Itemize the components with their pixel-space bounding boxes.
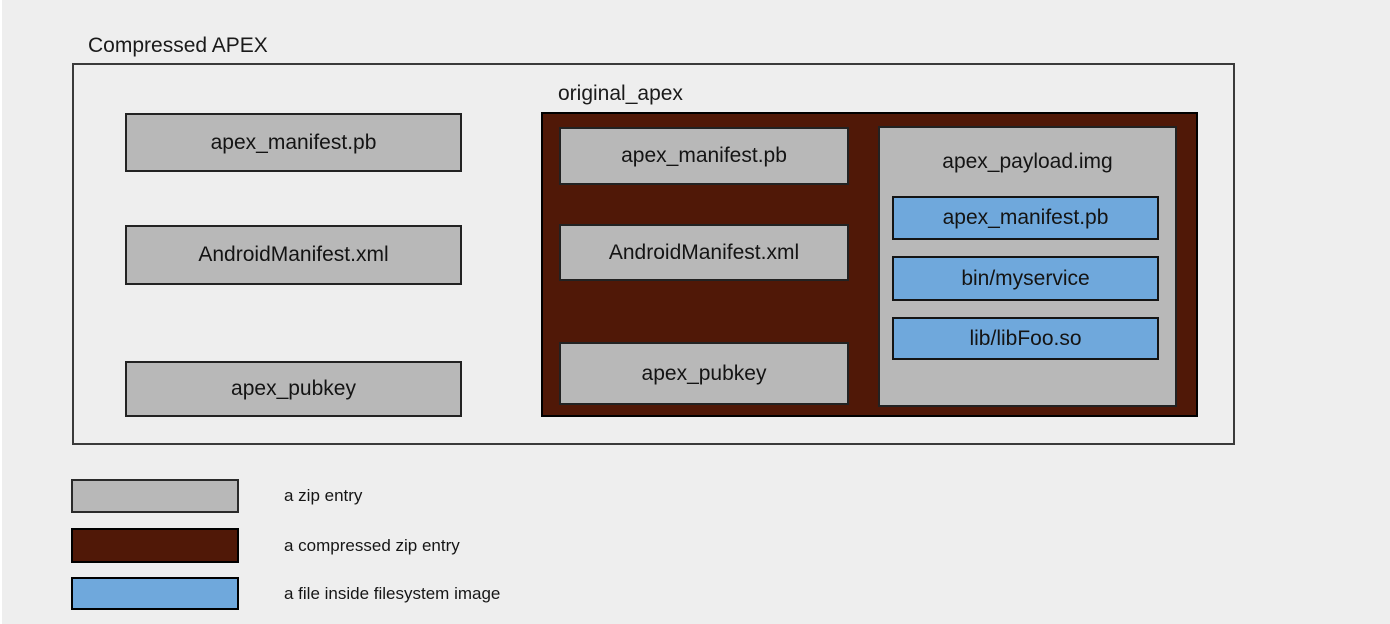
apex-payload-label: apex_payload.img <box>942 150 1113 173</box>
legend-swatch-zip-entry <box>71 479 239 513</box>
zip-entry-apex-pubkey: apex_pubkey <box>125 361 462 417</box>
legend-swatch-compressed-zip-entry <box>71 528 239 563</box>
original-apex-zip-entry-apex-manifest: apex_manifest.pb <box>559 127 849 185</box>
zip-entry-apex-manifest: apex_manifest.pb <box>125 113 462 172</box>
original-apex-zip-entry-android-manifest: AndroidManifest.xml <box>559 224 849 281</box>
payload-file-bin-myservice: bin/myservice <box>892 256 1159 301</box>
legend-label-compressed-zip-entry: a compressed zip entry <box>284 535 460 555</box>
zip-entry-android-manifest: AndroidManifest.xml <box>125 225 462 285</box>
legend-label-filesystem-file: a file inside filesystem image <box>284 583 501 603</box>
payload-file-lib-libfoo: lib/libFoo.so <box>892 317 1159 360</box>
legend-item-compressed-zip-entry: a compressed zip entry <box>71 528 460 563</box>
legend-swatch-filesystem-file <box>71 577 239 610</box>
payload-file-apex-manifest: apex_manifest.pb <box>892 196 1159 240</box>
compressed-apex-label: Compressed APEX <box>88 34 268 57</box>
legend-item-filesystem-file: a file inside filesystem image <box>71 577 500 610</box>
original-apex-label: original_apex <box>558 82 683 105</box>
compressed-apex-container <box>72 63 1235 445</box>
legend-label-zip-entry: a zip entry <box>284 486 363 505</box>
original-apex-zip-entry-apex-pubkey: apex_pubkey <box>559 342 849 405</box>
legend-item-zip-entry: a zip entry <box>71 479 362 513</box>
